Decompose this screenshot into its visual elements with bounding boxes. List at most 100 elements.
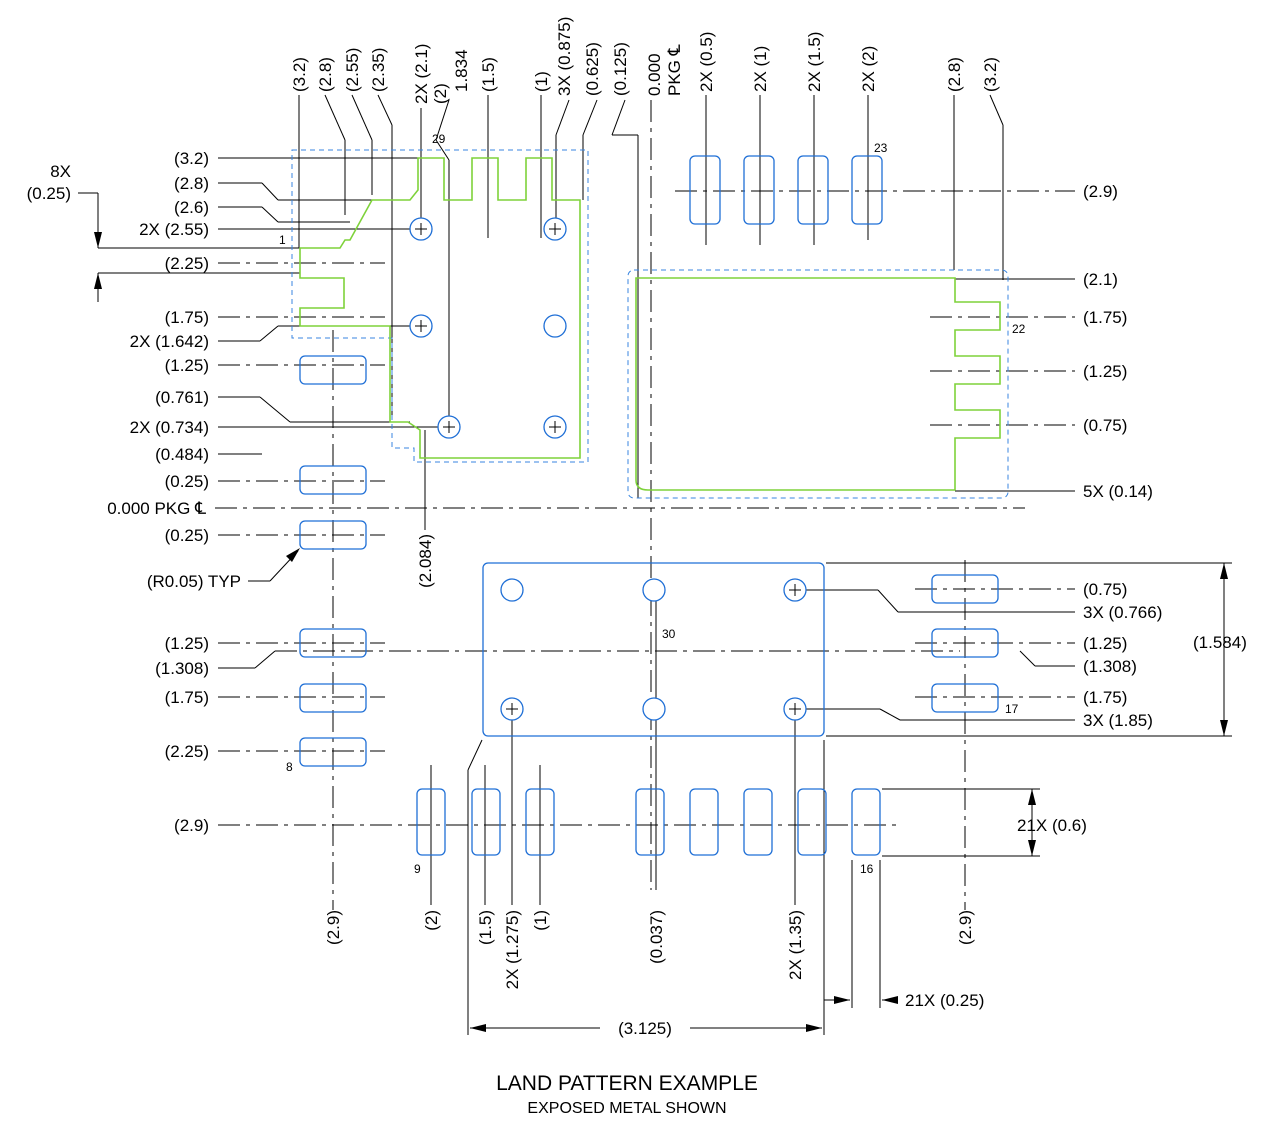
left-label: (1.75) <box>165 688 209 707</box>
bottom-label: (1) <box>531 910 550 931</box>
top-dimension-labels: (3.2) (2.8) (2.55) (2.35) 2X (2.1) (2) 1… <box>290 17 1000 104</box>
bottom-label: (2.084) <box>416 534 435 588</box>
left-label: (1.308) <box>155 659 209 678</box>
left-label: (2.9) <box>174 816 209 835</box>
top-label: 2X (1.5) <box>805 32 824 92</box>
bottom-label: (1.5) <box>476 910 495 945</box>
top-label: PKG ℄ <box>665 44 684 96</box>
left-leaders <box>78 157 1025 826</box>
top-label: 3X (0.875) <box>555 17 574 96</box>
bottom-label: (2.9) <box>324 910 343 945</box>
right-label: (1.308) <box>1083 657 1137 676</box>
left-label: 2X (2.55) <box>139 220 209 239</box>
right-label: (2.1) <box>1083 270 1118 289</box>
pin-label: 30 <box>662 627 676 641</box>
left-label: (0.761) <box>155 388 209 407</box>
left-label: (2.25) <box>165 254 209 273</box>
bottom-label: (2.9) <box>956 910 975 945</box>
bottom-label: (2) <box>422 910 441 931</box>
pads-left-column <box>299 355 367 767</box>
pads-bottom-row <box>416 788 881 856</box>
right-label: (1.25) <box>1083 362 1127 381</box>
dimension-arrows <box>94 232 1228 1032</box>
top-label: 2X (1) <box>751 46 770 92</box>
pads-right-top-row <box>689 155 883 225</box>
pin-label: 17 <box>1005 702 1019 716</box>
bottom-label: (0.037) <box>647 910 666 964</box>
top-label: (1) <box>532 71 551 92</box>
pin-label: 22 <box>1012 322 1026 336</box>
copper-outline-top-left <box>299 157 581 459</box>
top-label: (2.55) <box>343 48 362 92</box>
copper-outline-right-pad <box>635 277 1001 491</box>
bottom-dimension-labels: (2.9) (2) (1.5) 2X (1.275) (1) (0.037) 2… <box>324 534 975 989</box>
pin-numbers: 1 8 9 16 17 22 23 29 30 <box>279 132 1026 876</box>
right-dimension-labels: (2.9) (2.1) (1.75) (1.25) (0.75) 5X (0.1… <box>1017 182 1247 835</box>
thermal-pad-30 <box>482 562 825 737</box>
right-label: 21X (0.6) <box>1017 816 1087 835</box>
right-label: (2.9) <box>1083 182 1118 201</box>
top-label: (3.2) <box>981 57 1000 92</box>
right-label: 3X (0.766) <box>1083 603 1162 622</box>
right-label: (1.25) <box>1083 634 1127 653</box>
left-label: (0.25) <box>27 184 71 203</box>
pads-right-column <box>931 574 999 713</box>
top-label: (0.125) <box>611 42 630 96</box>
left-label: (R0.05) TYP <box>147 572 241 591</box>
top-label: (0.625) <box>583 42 602 96</box>
pin-label: 9 <box>414 862 421 876</box>
bottom-label: 2X (1.35) <box>786 910 805 980</box>
top-label: (2.35) <box>369 48 388 92</box>
right-label: 5X (0.14) <box>1083 482 1153 501</box>
left-label: (2.6) <box>174 198 209 217</box>
bottom-label: (3.125) <box>618 1019 672 1038</box>
right-leaders <box>675 190 1232 857</box>
solder-mask-outlines <box>291 149 1009 499</box>
top-label: 2X (2) <box>859 46 878 92</box>
right-label: (1.584) <box>1193 633 1247 652</box>
drawing-subtitle: EXPOSED METAL SHOWN <box>527 1100 726 1117</box>
left-label: (1.25) <box>165 634 209 653</box>
top-label: (3.2) <box>290 57 309 92</box>
pin-label: 16 <box>860 862 874 876</box>
left-label: (0.25) <box>165 526 209 545</box>
vias <box>409 217 807 721</box>
bottom-label: 21X (0.25) <box>905 991 984 1010</box>
bottom-leaders <box>467 739 898 1035</box>
right-label: (1.75) <box>1083 688 1127 707</box>
left-label: (2.8) <box>174 174 209 193</box>
top-label: (2.8) <box>316 57 335 92</box>
via-crosshairs <box>415 223 801 715</box>
left-label: (2.25) <box>165 742 209 761</box>
drawing-title: LAND PATTERN EXAMPLE <box>496 1072 758 1095</box>
top-label: 0.000 <box>645 53 664 96</box>
left-label: (1.75) <box>165 308 209 327</box>
top-label: 2X (0.5) <box>697 32 716 92</box>
left-label: 0.000 PKG ℄ <box>107 499 206 518</box>
vertical-leaders <box>298 94 1004 910</box>
left-label: 8X <box>50 162 71 181</box>
right-label: (0.75) <box>1083 580 1127 599</box>
right-label: (0.75) <box>1083 416 1127 435</box>
pin-label: 29 <box>432 132 446 146</box>
pin-label: 23 <box>874 141 888 155</box>
left-label: (3.2) <box>174 149 209 168</box>
left-label: (0.484) <box>155 445 209 464</box>
left-dimension-labels: 8X (0.25) (3.2) (2.8) (2.6) 2X (2.55) (2… <box>27 149 241 835</box>
pin-label: 1 <box>279 233 286 247</box>
left-label: (1.25) <box>165 356 209 375</box>
left-label: 2X (1.642) <box>130 332 209 351</box>
top-label: (2.8) <box>945 57 964 92</box>
top-label: (1.5) <box>479 57 498 92</box>
left-label: 2X (0.734) <box>130 418 209 437</box>
top-label: 2X (2.1) <box>412 44 431 104</box>
top-label: 1.834 <box>452 49 471 92</box>
right-label: (1.75) <box>1083 308 1127 327</box>
left-label: (0.25) <box>165 472 209 491</box>
bottom-label: 2X (1.275) <box>503 910 522 989</box>
pin-label: 8 <box>286 760 293 774</box>
right-label: 3X (1.85) <box>1083 711 1153 730</box>
top-label: (2) <box>431 83 450 104</box>
